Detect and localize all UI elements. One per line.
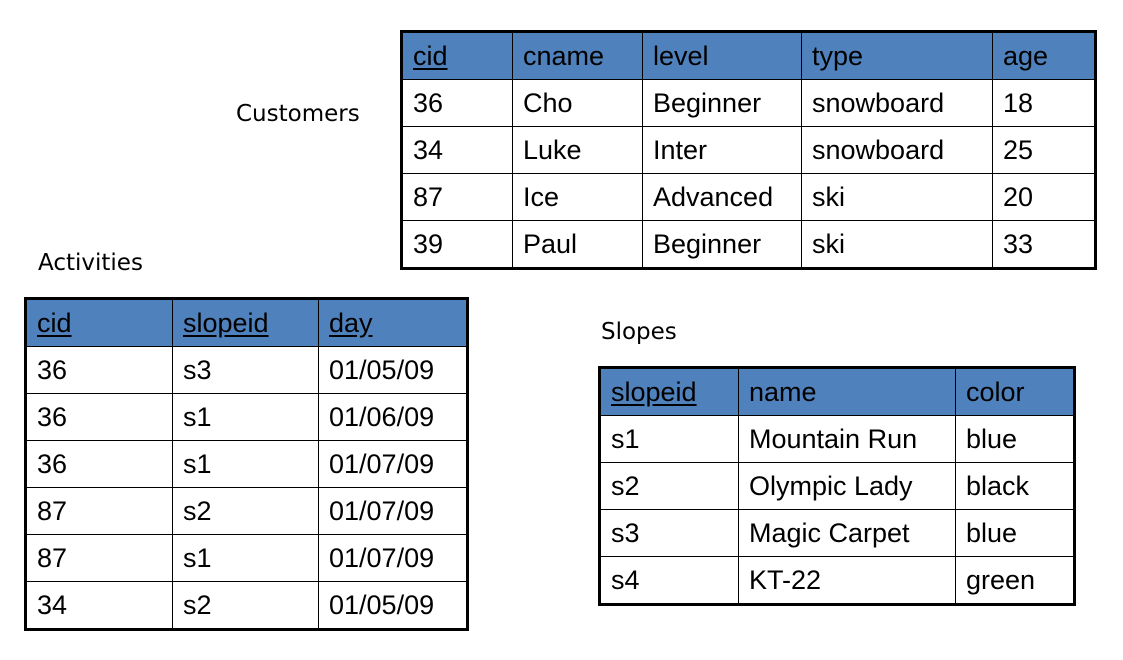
table-cell-cname: Ice xyxy=(512,173,643,221)
column-header-type: type xyxy=(801,31,993,80)
column-header-label: age xyxy=(1003,40,1049,71)
slopes-caption: Slopes xyxy=(601,319,677,345)
column-header-cid: cid xyxy=(25,298,173,347)
table-cell-cid: 36 xyxy=(25,393,173,441)
column-header-color: color xyxy=(955,367,1075,416)
table-cell-age: 33 xyxy=(992,220,1096,269)
table-cell-cname: Luke xyxy=(512,126,643,174)
table-cell-slopeid: s1 xyxy=(172,393,319,441)
table-cell-name: Olympic Lady xyxy=(738,462,956,510)
table-cell-slopeid: s2 xyxy=(172,487,319,535)
table-cell-slopeid: s2 xyxy=(172,581,319,630)
column-header-label: type xyxy=(812,40,864,71)
table-cell-day: 01/07/09 xyxy=(318,487,468,535)
column-header-label: slopeid xyxy=(183,307,269,338)
column-header-age: age xyxy=(992,31,1096,80)
table-cell-cid: 87 xyxy=(25,534,173,582)
column-header-slopeid: slopeid xyxy=(172,298,319,347)
column-header-slopeid: slopeid xyxy=(599,367,739,416)
table-cell-slopeid: s1 xyxy=(172,440,319,488)
table-cell-level: Advanced xyxy=(642,173,802,221)
table-cell-name: Magic Carpet xyxy=(738,509,956,557)
column-header-label: cid xyxy=(37,307,72,338)
table-cell-cid: 87 xyxy=(25,487,173,535)
table-cell-slopeid: s3 xyxy=(172,346,319,394)
column-header-label: slopeid xyxy=(611,376,697,407)
table-cell-cid: 36 xyxy=(25,346,173,394)
table-cell-slopeid: s4 xyxy=(599,556,739,605)
table-cell-color: blue xyxy=(955,415,1075,463)
table-cell-color: black xyxy=(955,462,1075,510)
column-header-label: day xyxy=(329,307,373,338)
table-cell-name: Mountain Run xyxy=(738,415,956,463)
table-cell-type: ski xyxy=(801,173,993,221)
customers-caption: Customers xyxy=(236,101,360,127)
column-header-label: name xyxy=(749,376,817,407)
table-cell-day: 01/05/09 xyxy=(318,581,468,630)
table-cell-color: blue xyxy=(955,509,1075,557)
table-cell-slopeid: s1 xyxy=(172,534,319,582)
column-header-cname: cname xyxy=(512,31,643,80)
column-header-label: cname xyxy=(523,40,605,71)
table-cell-cid: 87 xyxy=(401,173,513,221)
table-cell-name: KT-22 xyxy=(738,556,956,605)
table-cell-day: 01/07/09 xyxy=(318,440,468,488)
table-cell-age: 20 xyxy=(992,173,1096,221)
table-cell-age: 25 xyxy=(992,126,1096,174)
table-cell-cname: Paul xyxy=(512,220,643,269)
table-cell-level: Inter xyxy=(642,126,802,174)
column-header-level: level xyxy=(642,31,802,80)
table-cell-type: snowboard xyxy=(801,126,993,174)
table-cell-level: Beginner xyxy=(642,220,802,269)
table-header-row: cid cname level type age xyxy=(401,31,1096,80)
column-header-day: day xyxy=(318,298,468,347)
table-cell-cid: 34 xyxy=(401,126,513,174)
table-cell-slopeid: s1 xyxy=(599,415,739,463)
table-header-row: cid slopeid day xyxy=(25,298,468,347)
table-cell-cid: 34 xyxy=(25,581,173,630)
column-header-label: level xyxy=(653,40,709,71)
table-cell-slopeid: s3 xyxy=(599,509,739,557)
column-header-name: name xyxy=(738,367,956,416)
table-cell-day: 01/06/09 xyxy=(318,393,468,441)
table-cell-cid: 39 xyxy=(401,220,513,269)
table-cell-age: 18 xyxy=(992,79,1096,127)
table-cell-slopeid: s2 xyxy=(599,462,739,510)
table-cell-cid: 36 xyxy=(25,440,173,488)
table-cell-cid: 36 xyxy=(401,79,513,127)
table-cell-type: ski xyxy=(801,220,993,269)
table-cell-day: 01/05/09 xyxy=(318,346,468,394)
table-cell-cname: Cho xyxy=(512,79,643,127)
table-cell-day: 01/07/09 xyxy=(318,534,468,582)
column-header-cid: cid xyxy=(401,31,513,80)
column-header-label: color xyxy=(966,376,1025,407)
table-cell-type: snowboard xyxy=(801,79,993,127)
activities-caption: Activities xyxy=(38,250,143,276)
table-cell-color: green xyxy=(955,556,1075,605)
column-header-label: cid xyxy=(413,40,448,71)
table-cell-level: Beginner xyxy=(642,79,802,127)
table-header-row: slopeid name color xyxy=(599,367,1075,416)
